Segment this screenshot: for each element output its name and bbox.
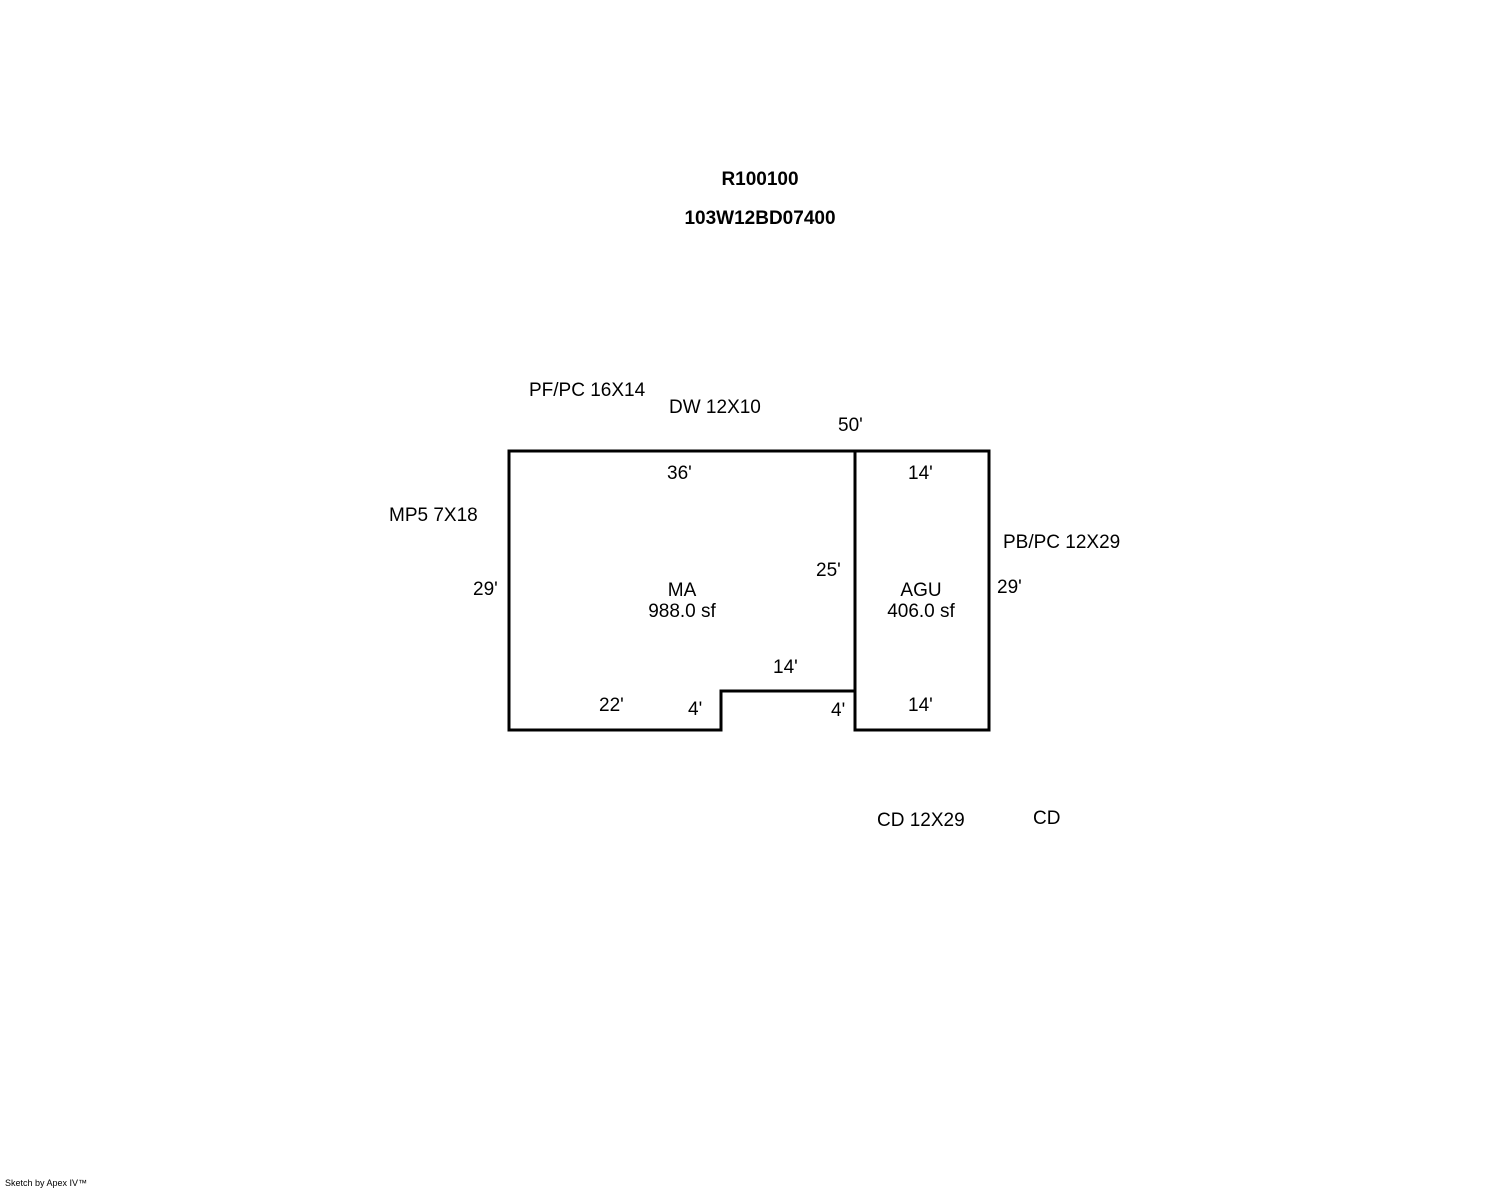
ma-inner-dimension: 25': [816, 560, 841, 581]
agu-code: AGU: [900, 580, 942, 601]
ma-size: 988.0 sf: [648, 601, 716, 622]
agu-outline: [853, 449, 991, 732]
agu-top-dimension: 14': [908, 463, 933, 484]
agu-right-dimension: 29': [997, 577, 1022, 598]
ma-area-label: MA 988.0 sf: [622, 580, 742, 622]
ma-top-dimension: 36': [667, 463, 692, 484]
agu-size: 406.0 sf: [887, 601, 955, 622]
pb-pc-label: PB/PC 12X29: [1003, 532, 1121, 553]
map-taxlot: 103W12BD07400: [684, 208, 836, 229]
ma-left-dimension: 29': [473, 579, 498, 600]
mp5-label: MP5 7X18: [389, 505, 478, 526]
notch-right-dimension: 4': [831, 700, 846, 721]
dw-label: DW 12X10: [669, 397, 761, 418]
total-width-dimension: 50': [838, 415, 863, 436]
notch-top-dimension: 14': [773, 657, 798, 678]
ma-bottom-dimension: 22': [599, 695, 624, 716]
notch-left-dimension: 4': [688, 699, 703, 720]
ma-code: MA: [667, 580, 697, 601]
pf-pc-label: PF/PC 16X14: [529, 380, 646, 401]
cd-size-label: CD 12X29: [877, 810, 965, 831]
account-number: R100100: [721, 169, 799, 190]
agu-bottom-dimension: 14': [908, 695, 933, 716]
sketch-credit: Sketch by Apex IV™: [5, 1178, 88, 1188]
cd-label: CD: [1033, 808, 1061, 829]
agu-area-label: AGU 406.0 sf: [861, 580, 981, 622]
